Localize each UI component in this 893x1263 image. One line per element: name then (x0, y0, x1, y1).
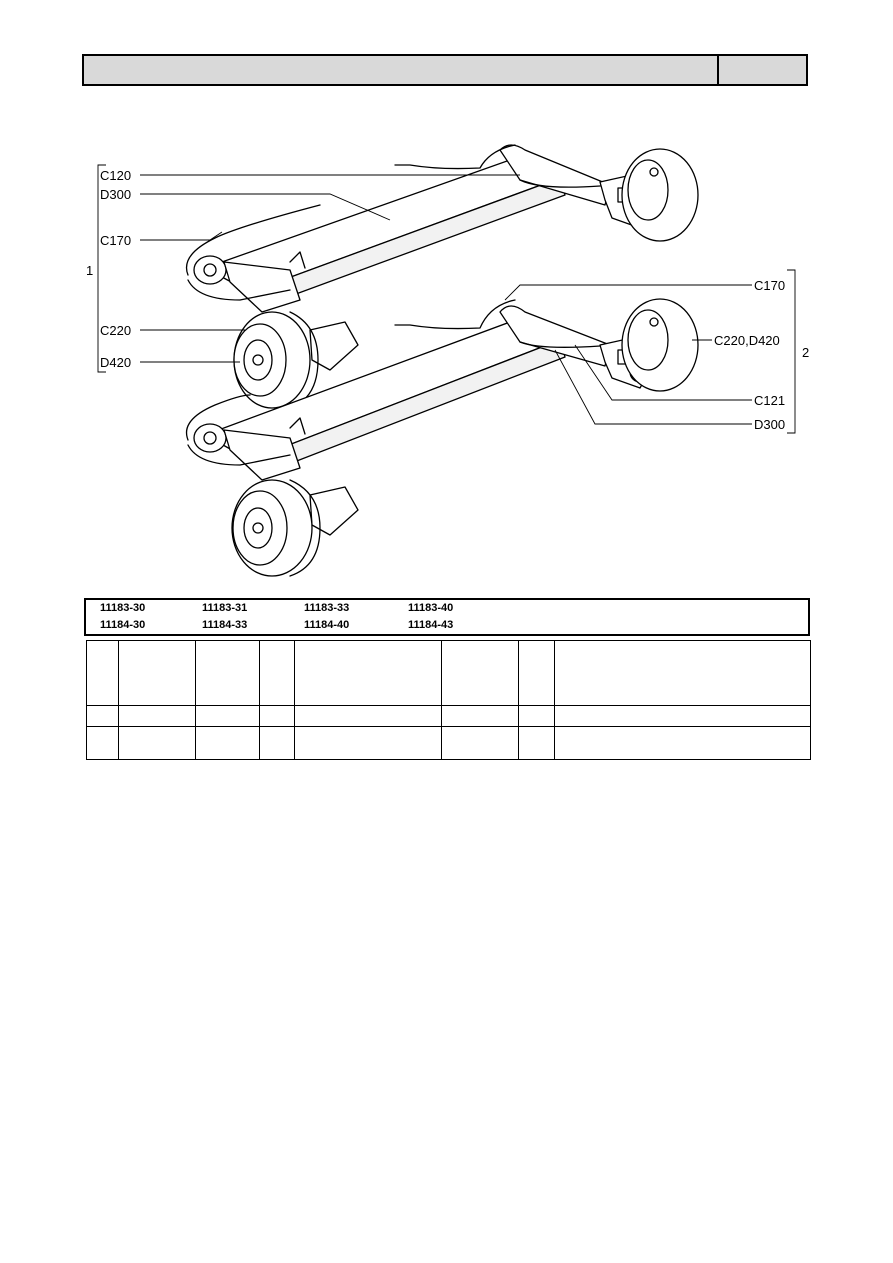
table-header-row (86, 640, 811, 706)
callout-d300-2: D300 (754, 417, 786, 432)
table-row (86, 705, 811, 727)
model-code: 11184-40 (304, 619, 350, 631)
model-code: 11184-43 (408, 619, 454, 631)
callout-d420: D420 (100, 355, 132, 370)
table-cell (518, 726, 555, 760)
model-code: 11183-30 (100, 602, 146, 614)
group-number-2: 2 (802, 345, 810, 360)
table-cell (441, 726, 519, 760)
callout-d300: D300 (100, 187, 132, 202)
table-cell (554, 705, 811, 727)
group-number-1: 1 (86, 263, 94, 278)
table-header-cell (554, 640, 811, 706)
table-cell (554, 726, 811, 760)
header-page-cell (719, 56, 806, 84)
table-cell (294, 705, 442, 727)
table-cell (86, 726, 119, 760)
model-code: 11183-33 (304, 602, 350, 614)
table-cell (195, 705, 260, 727)
table-cell (118, 705, 196, 727)
table-header-cell (294, 640, 442, 706)
table-header-cell (259, 640, 295, 706)
callout-c120: C120 (100, 168, 132, 183)
table-cell (118, 726, 196, 760)
callout-c121: C121 (754, 393, 786, 408)
table-header-cell (518, 640, 555, 706)
table-header-cell (118, 640, 196, 706)
table-cell (259, 726, 295, 760)
header-bar (82, 54, 808, 86)
callout-c220-d420: C220,D420 (714, 333, 780, 348)
callout-c170: C170 (100, 233, 132, 248)
model-code: 11184-33 (202, 619, 248, 631)
rear-axle-illustration (97, 144, 796, 577)
model-code: 11183-40 (408, 602, 454, 614)
callout-c170-2: C170 (754, 278, 786, 293)
table-header-cell (86, 640, 119, 706)
model-list-box: 11183-30 11183-31 11183-33 11183-40 1118… (84, 598, 810, 636)
table-cell (294, 726, 442, 760)
table-header-cell (441, 640, 519, 706)
parts-table (86, 640, 811, 760)
table-cell (441, 705, 519, 727)
callout-c220: C220 (100, 323, 132, 338)
model-code: 11184-30 (100, 619, 146, 631)
table-cell (195, 726, 260, 760)
table-row (86, 726, 811, 760)
table-cell (86, 705, 119, 727)
table-header-cell (195, 640, 260, 706)
model-code: 11183-31 (202, 602, 248, 614)
table-cell (259, 705, 295, 727)
table-cell (518, 705, 555, 727)
header-divider (717, 56, 719, 84)
